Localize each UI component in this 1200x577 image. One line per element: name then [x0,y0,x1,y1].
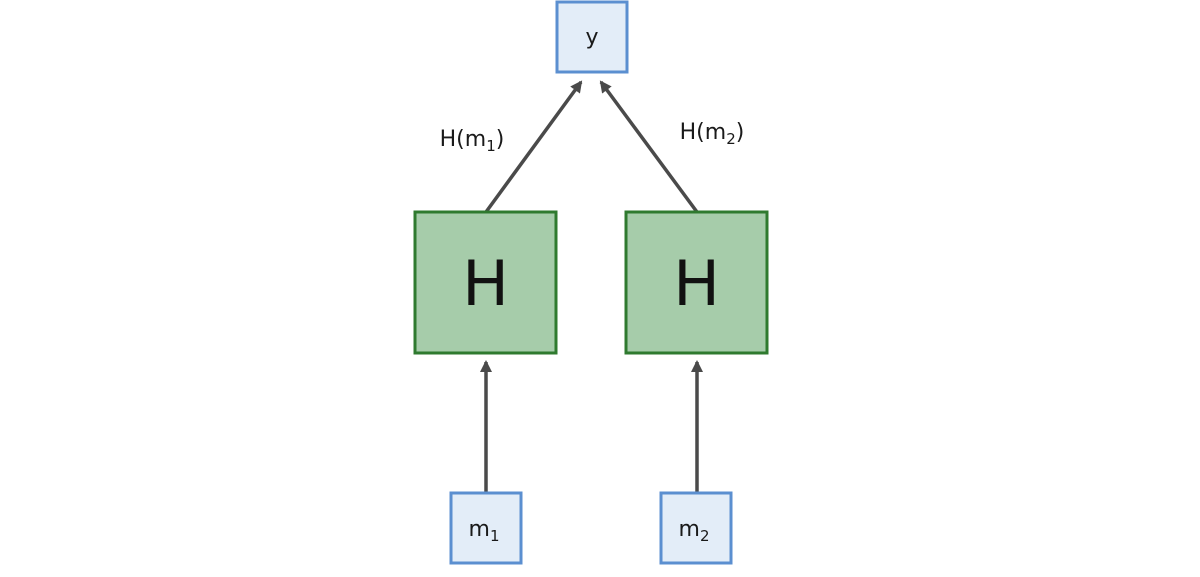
hash-node-right: H [624,210,769,355]
hash-node-left: H [413,210,558,355]
input-node-left: m1 [449,491,523,565]
input-box-left [449,491,523,565]
hash-box-right [624,210,769,355]
hash-box-left [413,210,558,355]
edges [480,80,703,493]
edge-label-right: H(m2) [680,120,745,148]
input-node-right: m2 [659,491,733,565]
input-box-left-label: m1 [469,517,500,545]
input-box-right-label: m2 [679,517,710,545]
output-node-label: y [585,25,598,50]
edge-hash-right-to-output [599,80,699,214]
output-node: y [555,0,629,74]
edge-label-left: H(m1) [440,127,505,155]
hash-box-right-label: H [673,247,720,320]
output-node-box [555,0,629,74]
edge-hash-left-to-output [484,80,583,214]
hash-box-left-label: H [462,247,509,320]
input-box-right [659,491,733,565]
